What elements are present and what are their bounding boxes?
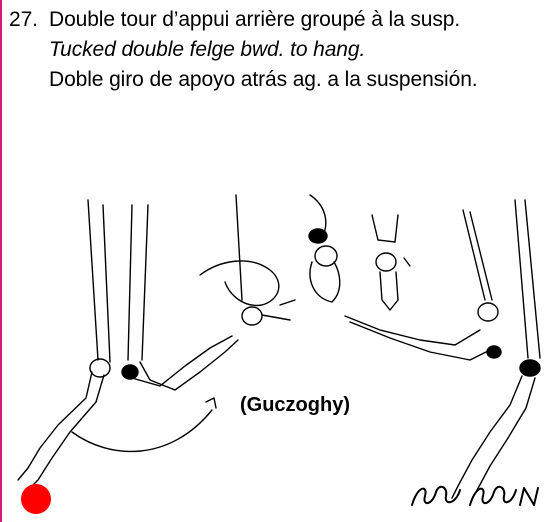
element-description: 27. Double tour d’appui arrière groupé à … bbox=[9, 5, 478, 95]
page-border bbox=[0, 0, 2, 522]
figure-2-swing bbox=[121, 204, 239, 391]
title-english: Tucked double felge bwd. to hang. bbox=[49, 38, 366, 61]
title-french: 27. Double tour d’appui arrière groupé à … bbox=[9, 5, 478, 35]
element-number: 27. bbox=[9, 8, 38, 31]
status-marker bbox=[21, 484, 51, 514]
figure-7-final bbox=[451, 199, 541, 499]
figure-3-tuck bbox=[199, 194, 296, 326]
figure-6-hang bbox=[344, 209, 502, 361]
figure-4-inverted bbox=[308, 194, 341, 303]
figure-5-upright bbox=[371, 214, 411, 311]
title-french-text: Double tour d’appui arrière groupé à la … bbox=[49, 8, 461, 31]
motion-arc bbox=[71, 397, 217, 453]
title-spanish: Doble giro de apoyo atrás ag. a la suspe… bbox=[49, 68, 478, 91]
figure-1-support bbox=[17, 199, 111, 489]
gymnast-name: (Guczoghy) bbox=[240, 394, 350, 416]
